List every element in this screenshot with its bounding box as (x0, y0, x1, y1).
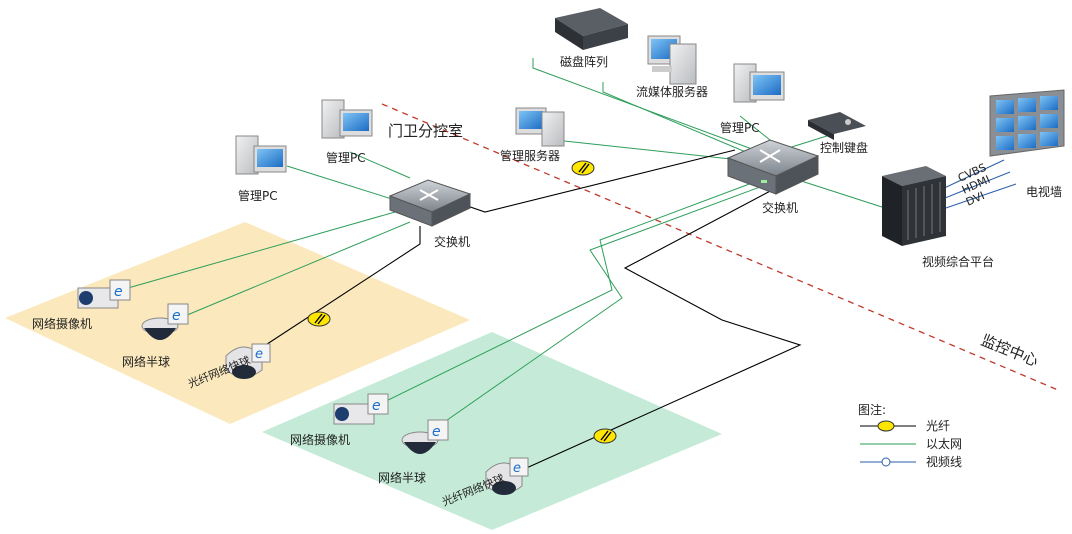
fiber-marker-guard (307, 311, 331, 327)
guard-room-label: 门卫分控室 (388, 122, 463, 140)
monitor-center-label: 监控中心 (979, 331, 1041, 370)
svg-text:e: e (114, 284, 123, 300)
cam2-dome-label: 网络半球 (378, 470, 426, 485)
fiber-marker-lower (593, 428, 617, 444)
mgmt-server-icon (515, 107, 565, 147)
control-keyboard-icon (808, 112, 866, 140)
mgmt-pc-left2-label: 管理PC (326, 150, 366, 165)
cam2-speed-icon: e (485, 457, 529, 495)
legend-ethernet: 以太网 (926, 436, 962, 451)
control-keyboard-label: 控制键盘 (820, 140, 868, 155)
cam1-speed-icon: e (225, 343, 271, 379)
center-zone-area (262, 332, 722, 530)
cam1-box-icon: e (77, 279, 131, 309)
svg-text:e: e (372, 398, 381, 414)
legend-video: 视频线 (926, 454, 962, 469)
svg-text:e: e (513, 461, 521, 476)
mgmt-pc-top-label: 管理PC (720, 120, 760, 135)
legend-video-icon (881, 457, 891, 467)
switch-center-label: 交换机 (762, 200, 798, 215)
video-platform-label: 视频综合平台 (922, 254, 994, 269)
zone-divider (381, 103, 1059, 391)
switch-center-icon (726, 139, 820, 195)
legend-fiber: 光纤 (926, 419, 950, 433)
ethernet-links (127, 58, 886, 433)
cam2-box-icon: e (333, 393, 389, 425)
disk-array-icon (555, 8, 628, 50)
svg-text:e: e (432, 424, 441, 440)
switch-guard-icon (388, 179, 472, 227)
cam2-box-label: 网络摄像机 (290, 432, 350, 447)
disk-array-label: 磁盘阵列 (560, 54, 608, 69)
fiber-marker-center (571, 160, 595, 176)
legend-title: 图注: (858, 402, 886, 417)
mgmt-pc-top-icon (733, 63, 785, 103)
stream-server-label: 流媒体服务器 (636, 84, 708, 99)
video-wall-icon (989, 89, 1065, 157)
cam1-dome-icon: e (141, 303, 189, 340)
mgmt-server-label: 管理服务器 (500, 148, 560, 163)
stream-server-icon (647, 35, 697, 85)
cam1-box-label: 网络摄像机 (32, 316, 92, 331)
guard-zone-area (5, 222, 470, 424)
mgmt-pc-left1-label: 管理PC (238, 188, 278, 203)
mgmt-pc-left1-icon (235, 135, 287, 175)
mgmt-pc-left2-icon (321, 99, 373, 139)
video-links (939, 159, 1017, 211)
legend: 图注: 光纤 以太网 视频线 (858, 402, 962, 469)
legend-fiber-icon (877, 420, 895, 432)
cam1-dome-label: 网络半球 (122, 354, 170, 369)
svg-text:e: e (172, 308, 181, 324)
cam2-dome-icon: e (401, 419, 449, 454)
svg-text:e: e (255, 347, 263, 362)
video-wall-label: 电视墙 (1026, 184, 1062, 199)
switch-guard-label: 交换机 (434, 234, 470, 249)
video-platform-icon (882, 166, 946, 246)
